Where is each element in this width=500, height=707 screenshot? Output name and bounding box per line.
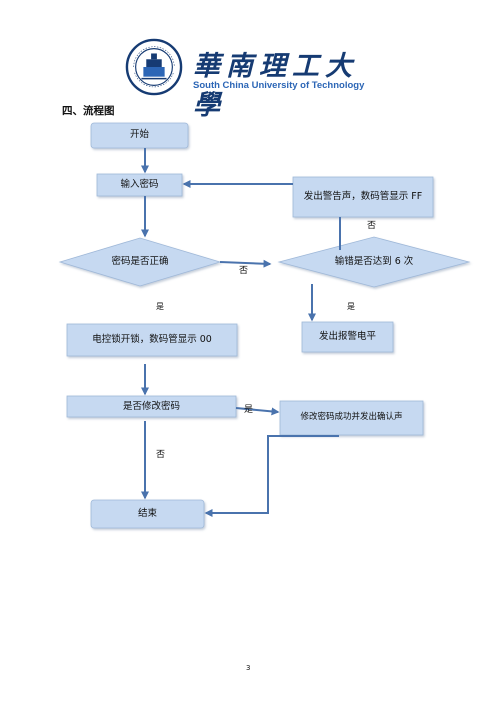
edge-label-modify-no: 否: [156, 450, 166, 460]
node-end-label: 结束: [137, 508, 157, 519]
node-modify-success-label: 修改密码成功并发出确认声: [300, 412, 403, 422]
node-unlock-label: 电控锁开锁，数码管显示 00: [92, 334, 212, 345]
section-heading: 四、流程图: [62, 105, 115, 117]
node-alarm-sound-label: 发出警告声，数码管显示 FF: [303, 191, 423, 202]
edge-label-correct-yes: 是: [156, 302, 164, 311]
node-errors-six-shape: [277, 236, 471, 288]
arrow-success-to-end: [204, 435, 339, 517]
node-start-label: 开始: [129, 129, 149, 140]
node-alarm-level-label: 发出报警电平: [318, 331, 376, 342]
node-input-password-shape: [96, 173, 183, 197]
node-modify-question-shape: [66, 395, 237, 418]
node-start-shape: [90, 122, 189, 149]
logo-chinese-name: 華南理工大學: [193, 51, 358, 121]
edge-label-errors-no: 否: [367, 221, 377, 231]
arrow-decision-no-to-errors: [219, 259, 272, 268]
node-errors-six-label: 输错是否达到 6 次: [334, 256, 414, 267]
node-alarm-level-shape: [301, 321, 394, 353]
node-end-shape: [90, 499, 205, 529]
edge-label-correct-no: 否: [239, 266, 249, 276]
arrow-modify-yes-to-success: [235, 407, 280, 416]
node-modify-question-label: 是否修改密码: [122, 401, 180, 412]
edge-label-errors-yes: 是: [347, 302, 355, 311]
node-input-password-label: 输入密码: [120, 179, 159, 190]
university-seal-icon: [125, 38, 183, 96]
node-password-correct-label: 密码是否正确: [111, 256, 169, 267]
node-modify-success-shape: [279, 400, 424, 436]
page-number: 3: [246, 664, 251, 672]
node-alarm-sound-shape: [292, 176, 434, 218]
node-unlock-shape: [66, 323, 238, 357]
logo-english-name: South China University of Technology: [193, 80, 365, 91]
edge-label-modify-yes: 是: [244, 405, 254, 415]
university-logo: 華南理工大學 South China University of Technol…: [125, 38, 375, 121]
